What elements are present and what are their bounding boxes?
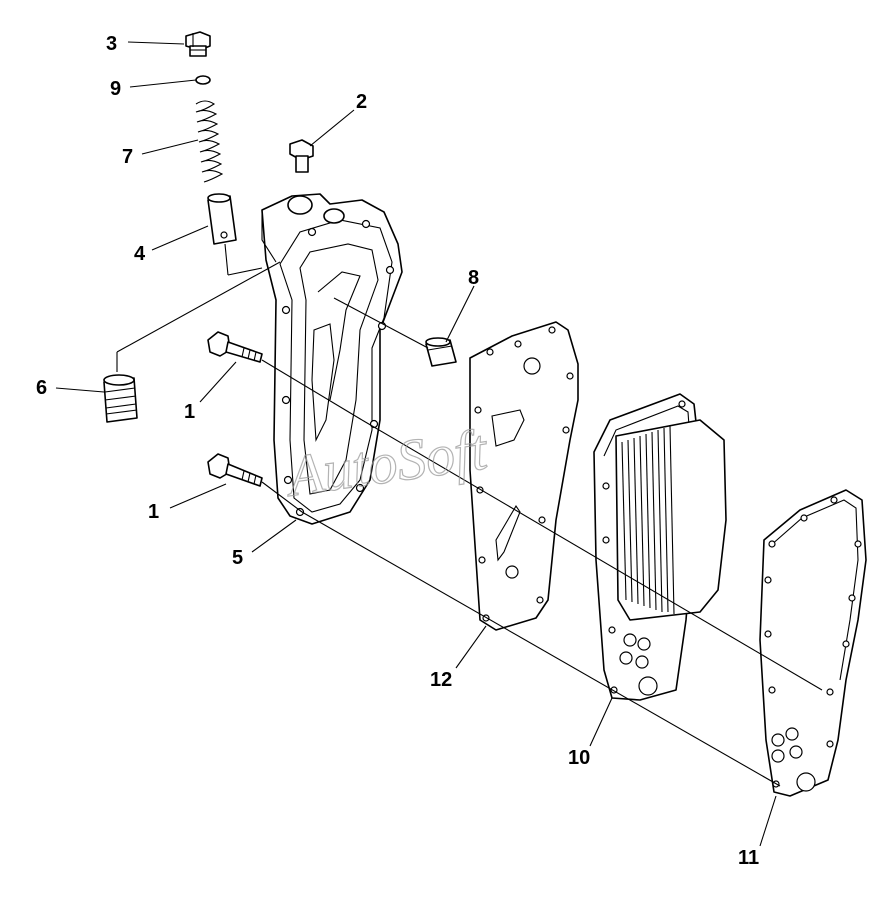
- callout-6: 6: [36, 377, 47, 399]
- part-3-plug: [185, 31, 211, 57]
- assembly-lines: [116, 261, 823, 787]
- part-5-cooler-housing: [261, 193, 403, 525]
- part-4-valve: [207, 193, 263, 276]
- part-12-gasket: [469, 321, 579, 631]
- callout-4: 4: [134, 243, 146, 265]
- callout-8: 8: [468, 267, 479, 289]
- callout-9: 9: [110, 78, 121, 100]
- callout-3: 3: [106, 33, 117, 55]
- callout-labels: 3 9 7 2 4 8 6 1 1 5 12 10 11: [36, 33, 759, 869]
- part-6-fitting: [103, 374, 138, 423]
- callout-leaders: [55, 41, 777, 847]
- callout-12: 12: [430, 669, 452, 691]
- part-1-bolt-lower: [207, 453, 263, 487]
- callout-1b: 1: [148, 501, 159, 523]
- callout-10: 10: [568, 747, 590, 769]
- part-10-cooler-element: [593, 393, 727, 701]
- callout-2: 2: [356, 91, 367, 113]
- part-8-plug: [425, 337, 457, 367]
- part-2-bolt: [289, 139, 314, 173]
- part-11-rear-gasket: [759, 489, 867, 797]
- callout-7: 7: [122, 146, 133, 168]
- callout-11: 11: [738, 847, 759, 869]
- part-9-o-ring: [195, 75, 211, 85]
- callout-5: 5: [232, 547, 243, 569]
- callout-1a: 1: [184, 401, 195, 423]
- part-1-bolt-upper: [207, 331, 263, 363]
- part-7-spring: [195, 100, 224, 183]
